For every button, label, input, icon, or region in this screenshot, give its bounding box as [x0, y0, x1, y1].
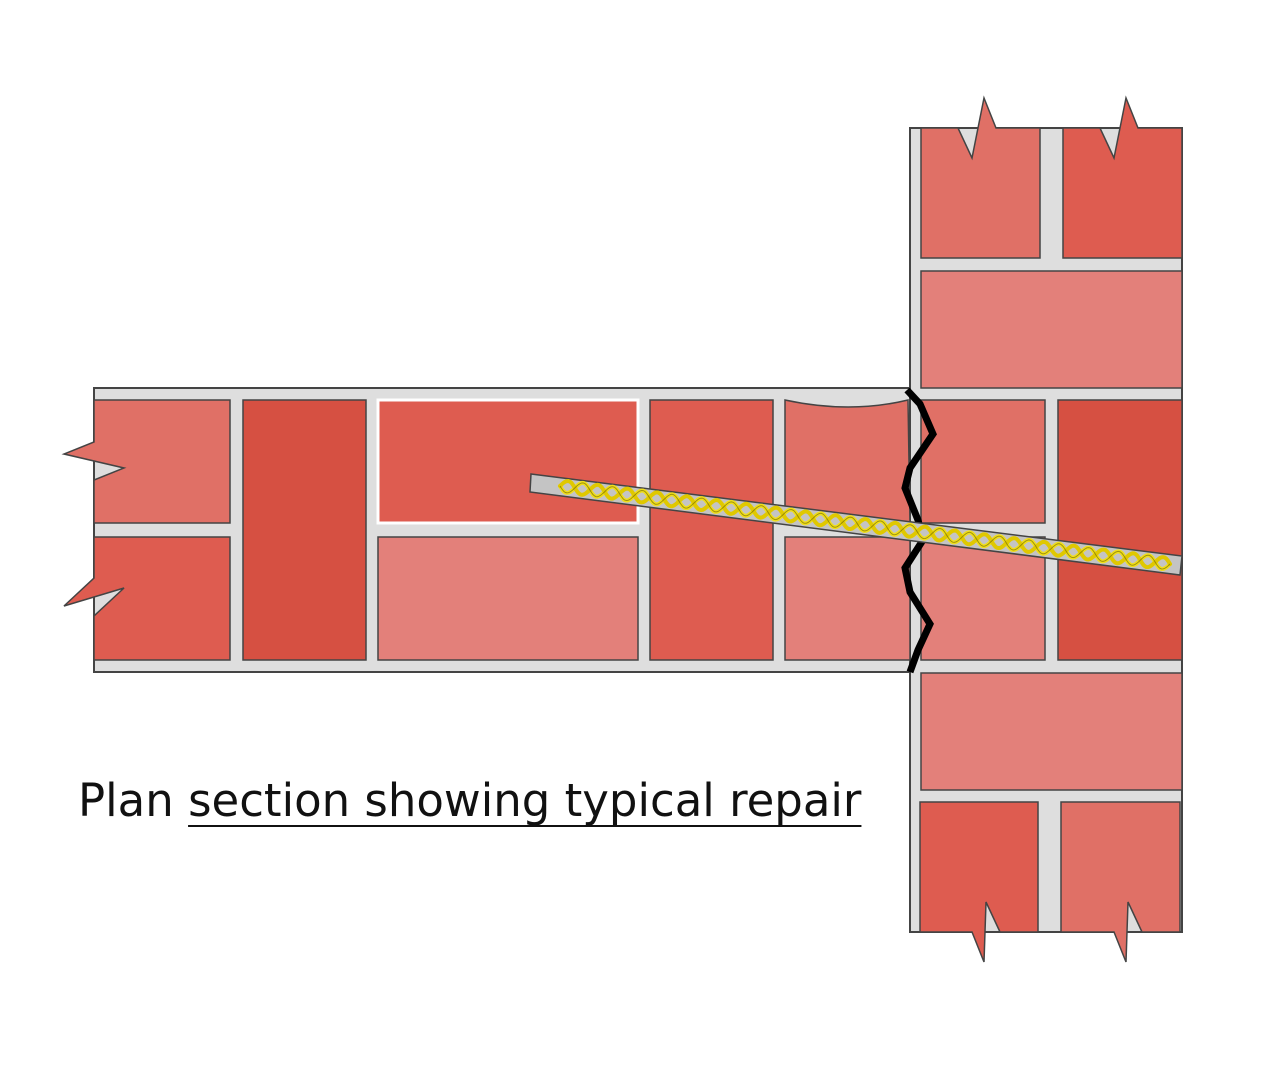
brick: [920, 399, 1046, 524]
party-wall-bricks: [61, 398, 911, 661]
brick: [919, 801, 1039, 963]
brick: [1060, 801, 1181, 963]
brick: [61, 399, 231, 524]
brick: [649, 399, 774, 661]
brick: [1057, 399, 1183, 661]
brick: [920, 270, 1183, 389]
brick: [377, 536, 639, 661]
helical-wall-tie: [529, 473, 1183, 576]
diagram-caption: Plan section showing typical repair: [78, 778, 861, 823]
brick: [1062, 95, 1183, 259]
bottom-break-mask: [905, 933, 1190, 990]
brick: [242, 399, 367, 661]
tie-helix: [558, 478, 1172, 570]
brick: [920, 95, 1041, 259]
brick: [63, 536, 231, 661]
caption-lead: Plan: [78, 774, 174, 827]
caption-underlined: section showing typical repair: [188, 774, 862, 827]
brick: [376, 398, 640, 525]
top-break-mask: [905, 80, 1190, 127]
brick: [920, 536, 1046, 661]
brick: [784, 536, 911, 661]
tie-helix-edge: [559, 482, 1171, 570]
front-wall-bricks: [919, 95, 1183, 963]
brick: [784, 399, 911, 524]
brick: [920, 672, 1183, 791]
